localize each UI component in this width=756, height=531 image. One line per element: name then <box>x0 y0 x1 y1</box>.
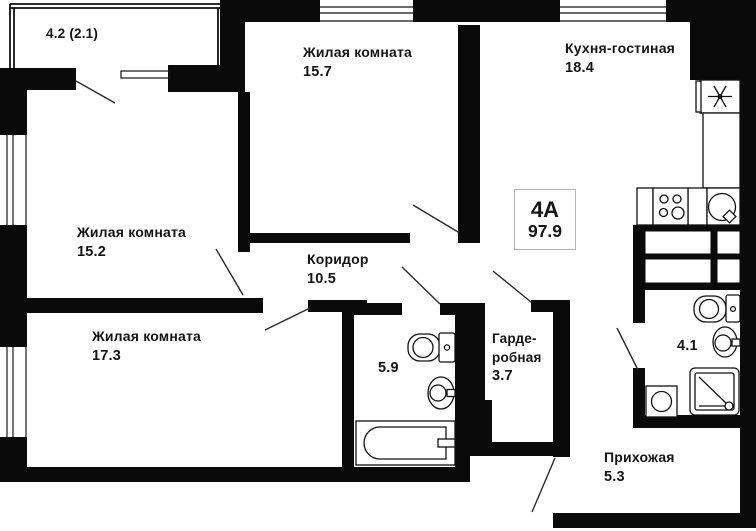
shower-icon <box>689 367 740 416</box>
door-swing <box>492 270 532 303</box>
room-label-bathroom: 5.9 <box>378 358 399 378</box>
door-swing <box>412 204 459 233</box>
door-swing <box>264 307 311 331</box>
kitchen-counter <box>636 187 654 226</box>
shaft-openings <box>644 230 741 284</box>
window <box>320 6 413 22</box>
kitchen-fixtures <box>636 79 741 226</box>
room-area: 10.5 <box>307 271 337 287</box>
window <box>6 135 27 225</box>
room-name: Гарде- <box>492 331 537 346</box>
door-swing <box>75 80 116 104</box>
room-label-wc: 4.1 <box>677 336 698 356</box>
wc-fixtures <box>645 294 741 418</box>
toilet-icon <box>693 294 741 323</box>
room-label-hallway: Прихожая 5.3 <box>604 447 675 487</box>
windows-layer <box>6 6 666 437</box>
toilet-icon <box>407 332 456 363</box>
room-label-wardrobe: Гарде- робная 3.7 <box>492 329 542 386</box>
washbasin-icon <box>712 326 741 358</box>
room-area: 5.3 <box>604 469 625 485</box>
room-label-kitchen-living: Кухня-гостиная 18.4 <box>565 38 675 78</box>
room-name: Жилая комната <box>303 44 413 60</box>
unit-number: 4А <box>530 197 560 222</box>
ventilation-icon <box>695 79 741 114</box>
unit-badge: 4А 97.9 <box>514 189 576 250</box>
room-name: Жилая комната <box>77 224 187 240</box>
room-label-living-room-3: Жилая комната 17.3 <box>92 326 201 366</box>
balcony-slider <box>120 70 171 79</box>
washing-machine-icon <box>645 385 678 418</box>
bathtub-icon <box>355 420 456 466</box>
room-area: 18.4 <box>565 60 595 76</box>
room-area: 4.1 <box>677 338 698 354</box>
door-swing <box>401 266 441 305</box>
kitchen-counter <box>687 187 708 226</box>
room-label-living-room-2: Жилая комната 15.2 <box>77 222 186 262</box>
door-swing <box>616 327 639 371</box>
unit-total-area: 97.9 <box>527 221 563 241</box>
room-name: робная <box>492 350 542 365</box>
room-area: 5.9 <box>378 360 399 376</box>
room-area: 3.7 <box>492 368 513 384</box>
room-area: 15.2 <box>77 244 107 260</box>
room-area: 17.3 <box>92 348 122 364</box>
washbasin-icon <box>427 376 456 410</box>
room-label-living-room-1: Жилая комната 15.7 <box>303 42 412 82</box>
window <box>560 6 666 22</box>
kitchen-sink-icon <box>706 187 741 226</box>
room-name: Жилая комната <box>92 328 202 344</box>
balcony-outline <box>9 3 220 79</box>
room-name: Прихожая <box>604 449 675 465</box>
bathroom-fixtures <box>355 332 456 466</box>
room-name: Коридор <box>307 251 369 267</box>
window <box>6 347 27 437</box>
doors-layer <box>75 80 639 513</box>
kitchen-counter <box>702 112 741 189</box>
room-label-corridor: Коридор 10.5 <box>307 249 369 289</box>
stove-icon <box>652 187 689 226</box>
room-area: 4.2 (2.1) <box>46 26 99 41</box>
room-label-balcony: 4.2 (2.1) <box>46 24 98 44</box>
room-name: Кухня-гостиная <box>565 40 676 56</box>
door-swing-entrance <box>531 457 556 513</box>
room-area: 15.7 <box>303 64 333 80</box>
door-swing <box>215 248 244 296</box>
